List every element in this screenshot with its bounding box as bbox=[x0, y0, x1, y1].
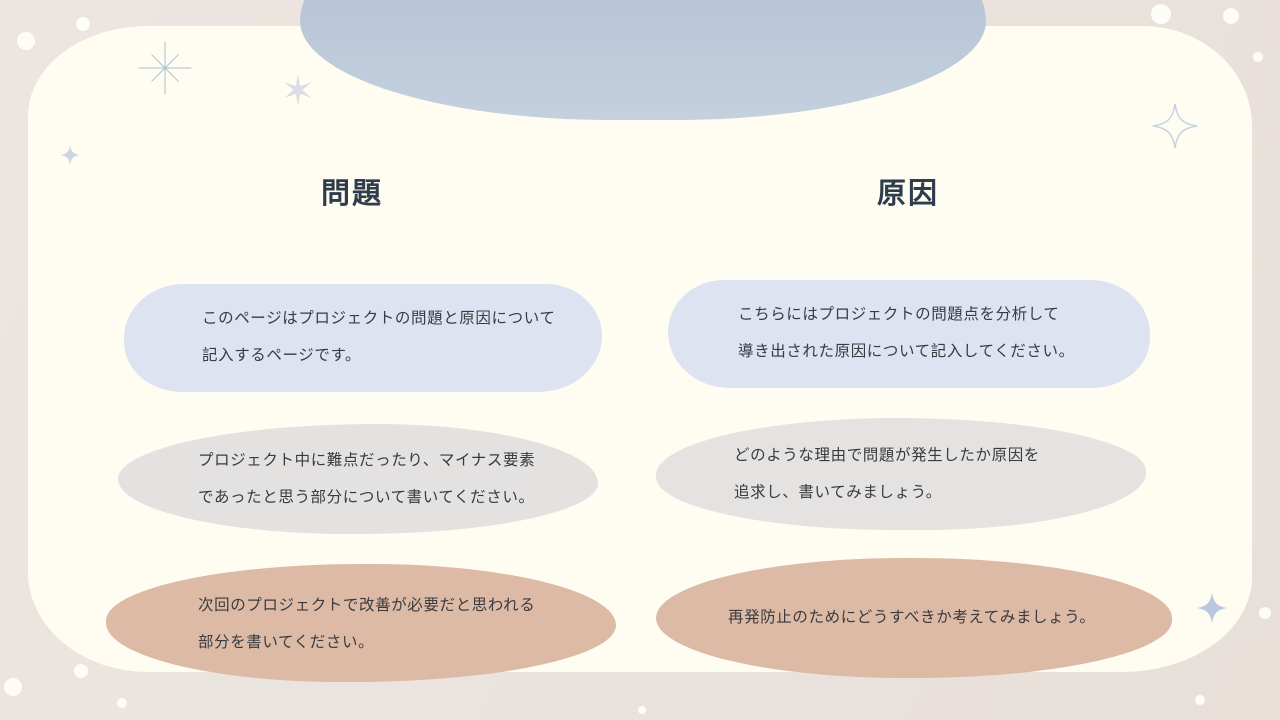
problem-item-3-text: 次回のプロジェクトで改善が必要だと思われる 部分を書いてください。 bbox=[198, 596, 536, 652]
background-dot bbox=[1195, 695, 1205, 705]
cause-item-1[interactable]: こちらにはプロジェクトの問題点を分析して 導き出された原因について記入してくださ… bbox=[668, 280, 1150, 388]
column-cause: 原因 こちらにはプロジェクトの問題点を分析して 導き出された原因について記入して… bbox=[628, 170, 1188, 678]
problem-item-2[interactable]: プロジェクト中に難点だったり、マイナス要素 であったと思う部分について書いてくだ… bbox=[118, 424, 598, 534]
background-dot bbox=[76, 17, 90, 31]
background-dot bbox=[1151, 4, 1171, 24]
cause-item-3[interactable]: 再発防止のためにどうすべきか考えてみましょう。 bbox=[656, 558, 1172, 678]
problem-item-1-text: このページはプロジェクトの問題と原因について 記入するページです。 bbox=[202, 309, 556, 365]
column-heading-problem: 問題 bbox=[320, 178, 383, 210]
background-dot bbox=[17, 32, 35, 50]
background-dot bbox=[74, 664, 88, 678]
cause-item-3-text: 再発防止のためにどうすべきか考えてみましょう。 bbox=[728, 609, 1096, 627]
problem-item-3[interactable]: 次回のプロジェクトで改善が必要だと思われる 部分を書いてください。 bbox=[106, 564, 616, 682]
cause-item-2[interactable]: どのような理由で問題が発生したか原因を 追求し、書いてみましょう。 bbox=[656, 418, 1146, 530]
cause-item-2-shape bbox=[656, 418, 1146, 530]
problem-item-2-shape bbox=[118, 424, 598, 534]
cause-item-3-shape bbox=[656, 558, 1172, 678]
problem-item-2-text: プロジェクト中に難点だったり、マイナス要素 であったと思う部分について書いてくだ… bbox=[198, 451, 536, 507]
background-dot bbox=[1259, 607, 1271, 619]
background-dot bbox=[638, 706, 646, 714]
column-problem: 問題 このページはプロジェクトの問題と原因について 記入するページです。 プロジ… bbox=[72, 170, 632, 682]
background-dot bbox=[4, 678, 22, 696]
problem-item-1-shape bbox=[124, 284, 602, 392]
cause-item-1-shape bbox=[668, 280, 1150, 388]
page-title: Problem現状の問題 bbox=[300, 0, 986, 4]
background-dot bbox=[1223, 8, 1239, 24]
problem-item-3-shape bbox=[106, 564, 616, 682]
problem-item-1[interactable]: このページはプロジェクトの問題と原因について 記入するページです。 bbox=[124, 284, 602, 392]
cause-item-1-text: こちらにはプロジェクトの問題点を分析して 導き出された原因について記入してくださ… bbox=[738, 305, 1075, 361]
cause-item-2-text: どのような理由で問題が発生したか原因を 追求し、書いてみましょう。 bbox=[734, 446, 1040, 502]
column-heading-cause: 原因 bbox=[876, 178, 939, 210]
background-dot bbox=[117, 698, 127, 708]
background-dot bbox=[1253, 52, 1263, 62]
